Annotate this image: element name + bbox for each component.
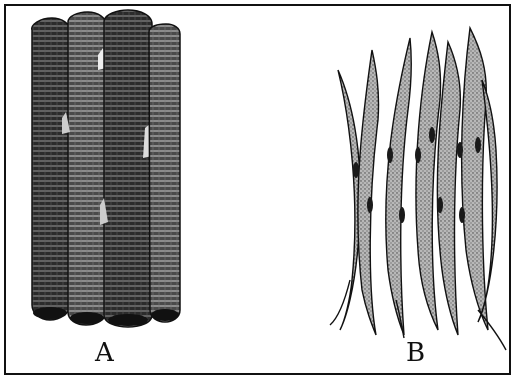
smooth-muscle-cell <box>386 38 412 335</box>
smooth-muscle-cell-tail <box>330 280 350 325</box>
smooth-muscle-cell <box>338 70 360 330</box>
nucleus <box>367 197 373 213</box>
nucleus <box>459 207 465 223</box>
muscle-fiber-4 <box>149 24 180 322</box>
nucleus <box>457 142 463 158</box>
muscle-fiber-1 <box>32 18 70 320</box>
muscle-fiber-3 <box>100 10 152 327</box>
nucleus <box>399 207 405 223</box>
panel-label-a: A <box>95 338 114 368</box>
smooth-muscle-cells <box>330 28 506 350</box>
nucleus <box>387 147 393 163</box>
smooth-muscle-cell-tail <box>478 310 506 350</box>
smooth-muscle-cell <box>358 50 379 335</box>
smooth-muscle-cell <box>462 28 488 330</box>
nucleus <box>437 197 443 213</box>
skeletal-muscle-fibers <box>32 10 180 327</box>
nucleus <box>415 147 421 163</box>
nucleus <box>475 137 481 153</box>
panel-label-b: B <box>406 338 425 368</box>
nucleus <box>353 162 359 178</box>
nucleus <box>429 127 435 143</box>
muscle-fiber-2 <box>68 12 106 325</box>
